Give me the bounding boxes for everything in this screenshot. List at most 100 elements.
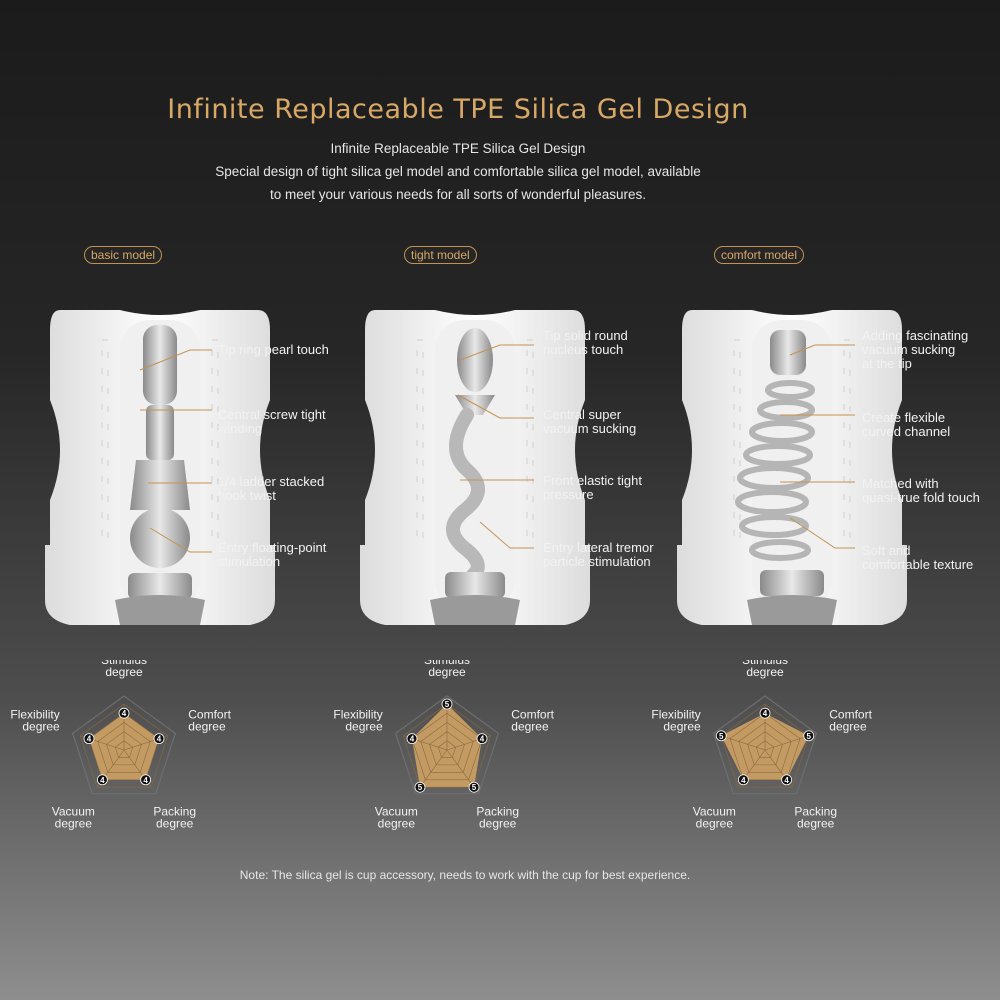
radar-axis-label: degree: [105, 665, 143, 679]
callout-tight-2: Central super vacuum sucking: [543, 407, 637, 436]
radar-frame: [394, 695, 500, 795]
radar-spoke: [419, 749, 448, 788]
description-line-1: Special design of tight silica gel model…: [215, 164, 701, 179]
radar-axis-label: degree: [55, 816, 93, 830]
callout-basic-4: Entry floating-point stimulation: [218, 540, 327, 569]
description-line-2: to meet your various needs for all sorts…: [270, 187, 646, 202]
radar-axis-label: Flexibility: [333, 708, 382, 722]
radar-axis-label: Stimulus: [742, 660, 788, 667]
radar-value-label: 5: [445, 700, 450, 709]
radar-value-badge: 4: [83, 733, 95, 745]
callout-basic-3: 1/4 ladder stacked hook twist: [218, 474, 325, 503]
radar-grid-ring: [429, 731, 465, 766]
radar-value-label: 4: [480, 735, 485, 744]
radar-axis-label: degree: [345, 720, 383, 734]
radar-axis-label: degree: [797, 816, 835, 830]
radar-grid-ring: [738, 722, 792, 773]
radar-value-label: 4: [741, 776, 746, 785]
radar-grid-ring: [88, 712, 160, 781]
callout-basic-2: Central screw tight winding: [218, 407, 326, 436]
radar-value-badge: 5: [414, 781, 426, 793]
radar-value-badge: 4: [737, 774, 749, 786]
radar-axis-label: Stimulus: [101, 660, 147, 667]
radar-value-badge: 4: [153, 733, 165, 745]
radar-value-label: 4: [100, 776, 105, 785]
radar-value-badge: 4: [406, 733, 418, 745]
radar-value-label: 4: [143, 776, 148, 785]
radar-value-label: 4: [784, 776, 789, 785]
radar-value-label: 4: [122, 709, 127, 718]
radar-axis-label: degree: [829, 720, 867, 734]
radar-axis-label: Comfort: [829, 708, 872, 722]
radar-value-label: 4: [157, 735, 162, 744]
radar-grid-ring: [402, 703, 492, 788]
radar-grid-ring: [411, 712, 483, 781]
radar-axis-label: degree: [188, 720, 226, 734]
basic-model-illustration: [45, 310, 275, 625]
radar-value-badge: 5: [803, 730, 815, 742]
radar-axis-label: degree: [156, 816, 194, 830]
radar-grid-ring: [437, 740, 457, 758]
radar-grid-ring: [729, 712, 801, 781]
radar-axis-label: Stimulus: [424, 660, 470, 667]
radar-axis-label: Comfort: [188, 708, 231, 722]
radar-axis-label: Packing: [794, 804, 837, 818]
radar-value-badge: 5: [715, 730, 727, 742]
radar-axis-label: Packing: [476, 804, 519, 818]
radar-axis-label: degree: [663, 720, 701, 734]
radar-value-badge: 4: [118, 707, 130, 719]
radar-axis-label: Vacuum: [375, 804, 418, 818]
radar-axis-label: Flexibility: [10, 708, 59, 722]
radar-axis-label: Vacuum: [693, 804, 736, 818]
radar-value-badge: 4: [96, 774, 108, 786]
radar-axis-label: Vacuum: [52, 804, 95, 818]
page-title: Infinite Replaceable TPE Silica Gel Desi…: [167, 94, 749, 125]
radar-grid-ring: [97, 722, 151, 773]
radar-grid-ring: [106, 731, 142, 766]
radar-grid-ring: [747, 731, 783, 766]
radar-value-badge: 4: [476, 733, 488, 745]
callout-basic-1: Tip ring pearl touch: [218, 342, 329, 357]
tag-tight-model: tight model: [404, 246, 477, 264]
radar-value-badge: 5: [468, 781, 480, 793]
radar-value-label: 5: [807, 732, 812, 741]
radar-axis-label: degree: [22, 720, 60, 734]
callout-tight-4: Entry lateral tremor particle stimulatio…: [543, 540, 654, 569]
radar-axis-label: degree: [511, 720, 549, 734]
radar-value-badge: 4: [759, 707, 771, 719]
radar-value-label: 5: [472, 783, 477, 792]
footer-note: Note: The silica gel is cup accessory, n…: [239, 868, 691, 882]
radar-value-badge: 4: [140, 774, 152, 786]
callout-comfort-2: Create flexible curved channel: [862, 410, 951, 439]
callout-comfort-4: Soft and comfortable texture: [862, 543, 974, 572]
tag-basic-model: basic model: [84, 246, 163, 264]
radar-grid-ring: [79, 703, 169, 788]
radar-value-label: 5: [719, 732, 724, 741]
radar-grid-ring: [420, 722, 474, 773]
radar-axis-label: Comfort: [511, 708, 554, 722]
radar-grid-ring: [720, 703, 810, 788]
radar-grid-ring: [114, 740, 134, 758]
radar-tight: 5Stimulusdegree4Comfortdegree5Packingdeg…: [333, 660, 554, 830]
radar-axis-label: degree: [479, 816, 517, 830]
radar-value-badge: 4: [781, 774, 793, 786]
radar-axis-label: degree: [746, 665, 784, 679]
radar-axis-label: Packing: [153, 804, 196, 818]
radar-basic: 4Stimulusdegree4Comfortdegree4Packingdeg…: [10, 660, 231, 830]
radar-axis-label: degree: [428, 665, 466, 679]
radar-axis-label: degree: [378, 816, 416, 830]
radar-spoke: [446, 749, 475, 788]
radar-value-label: 4: [87, 735, 92, 744]
radar-value-label: 4: [410, 735, 415, 744]
radar-spoke: [764, 735, 809, 751]
callout-tight-1: Tip solid round nucleus touch: [543, 328, 628, 357]
radar-comfort: 4Stimulusdegree5Comfortdegree4Packingdeg…: [651, 660, 872, 830]
radar-grid-ring: [755, 740, 775, 758]
radar-frame: [712, 695, 818, 795]
callout-comfort-1: Adding fascinating vacuum sucking at the…: [862, 328, 969, 371]
radar-value-label: 4: [763, 709, 768, 718]
callout-comfort-3: Matched with quasi-true fold touch: [862, 476, 980, 505]
callout-tight-3: Front elastic tight pressure: [543, 473, 642, 502]
page-subtitle: Infinite Replaceable TPE Silica Gel Desi…: [330, 141, 586, 156]
radar-axis-label: degree: [696, 816, 734, 830]
